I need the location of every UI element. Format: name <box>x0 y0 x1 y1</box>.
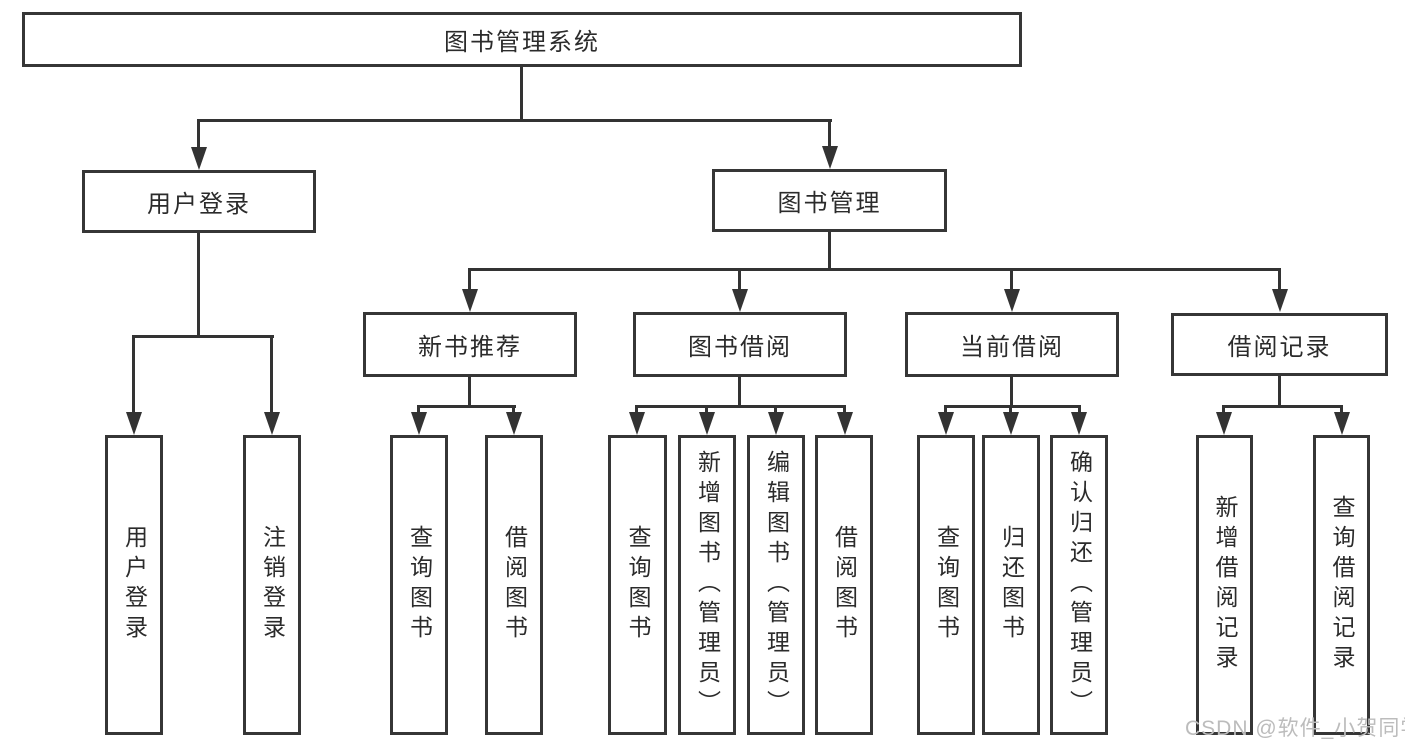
arrow-down-icon <box>629 412 645 435</box>
node-borrowing-records: 借阅记录 <box>1171 313 1388 376</box>
node-label: 编辑图书（管理员） <box>763 450 790 720</box>
node-label: 查询图书 <box>406 525 433 645</box>
connector <box>635 405 638 416</box>
leaf-logout: 注销登录 <box>243 435 301 735</box>
node-new-book-recommend: 新书推荐 <box>363 312 577 377</box>
arrow-down-icon <box>191 147 207 170</box>
node-current-borrowing: 当前借阅 <box>905 312 1119 377</box>
node-label: 用户登录 <box>121 525 148 645</box>
connector <box>843 405 846 416</box>
connector <box>944 405 1081 408</box>
watermark: CSDN @软件_小贺同学 <box>1185 717 1405 740</box>
node-label: 归还图书 <box>998 525 1025 645</box>
connector <box>738 268 741 292</box>
arrow-down-icon <box>506 412 522 435</box>
arrow-down-icon <box>126 412 142 435</box>
leaf-add-book-admin: 新增图书（管理员） <box>678 435 736 735</box>
arrow-down-icon <box>462 289 478 312</box>
connector <box>1222 405 1225 416</box>
node-book-borrowing: 图书借阅 <box>633 312 847 377</box>
connector <box>417 405 516 408</box>
leaf-edit-book-admin: 编辑图书（管理员） <box>747 435 805 735</box>
node-label: 新增图书（管理员） <box>694 450 721 720</box>
connector <box>197 119 200 152</box>
connector <box>1078 405 1081 416</box>
node-label: 查询图书 <box>625 525 651 645</box>
node-label: 确认归还（管理员） <box>1066 450 1093 720</box>
arrow-down-icon <box>264 412 280 435</box>
connector <box>944 405 947 416</box>
leaf-query-book-current: 查询图书 <box>917 435 975 735</box>
connector <box>512 405 515 416</box>
connector <box>1009 405 1012 416</box>
arrow-down-icon <box>732 289 748 312</box>
connector <box>828 119 831 151</box>
arrow-down-icon <box>837 412 853 435</box>
connector <box>417 405 420 416</box>
node-system-root: 图书管理系统 <box>22 12 1022 67</box>
arrow-down-icon <box>1004 289 1020 312</box>
node-label: 借阅图书 <box>831 525 858 645</box>
connector <box>468 377 471 408</box>
node-label: 借阅图书 <box>501 525 528 645</box>
leaf-query-book-recommend: 查询图书 <box>390 435 448 735</box>
connector <box>1278 376 1281 408</box>
connector <box>520 66 523 122</box>
connector <box>705 405 708 416</box>
node-label: 用户登录 <box>147 191 251 218</box>
arrow-down-icon <box>699 412 715 435</box>
connector <box>774 405 777 416</box>
leaf-borrow-book: 借阅图书 <box>815 435 873 735</box>
node-user-login: 用户登录 <box>82 170 316 233</box>
connector <box>828 232 831 271</box>
connector <box>468 268 471 292</box>
arrow-down-icon <box>938 412 954 435</box>
node-label: 查询图书 <box>933 525 960 645</box>
connector <box>1340 405 1343 416</box>
node-label: 图书管理 <box>777 190 882 217</box>
connector <box>1010 268 1013 292</box>
arrow-down-icon <box>768 412 784 435</box>
leaf-return-book: 归还图书 <box>982 435 1040 735</box>
connector <box>132 335 274 338</box>
arrow-down-icon <box>1272 289 1288 312</box>
arrow-down-icon <box>411 412 427 435</box>
connector <box>197 119 832 122</box>
node-label: 图书借阅 <box>688 334 792 361</box>
node-book-management: 图书管理 <box>712 169 947 232</box>
leaf-query-borrow-record: 查询借阅记录 <box>1313 435 1370 735</box>
connector <box>197 233 200 338</box>
connector <box>468 268 1281 271</box>
node-label: 新增借阅记录 <box>1212 495 1238 675</box>
node-label: 新书推荐 <box>418 334 522 361</box>
node-label: 图书管理系统 <box>444 29 600 56</box>
node-label: 借阅记录 <box>1227 334 1332 361</box>
connector <box>1222 405 1343 408</box>
arrow-down-icon <box>1216 412 1232 435</box>
connector <box>1010 377 1013 408</box>
node-label: 当前借阅 <box>960 334 1064 361</box>
leaf-borrow-book-recommend: 借阅图书 <box>485 435 543 735</box>
arrow-down-icon <box>1071 412 1087 435</box>
arrow-down-icon <box>1334 412 1350 435</box>
leaf-add-borrow-record: 新增借阅记录 <box>1196 435 1253 735</box>
leaf-confirm-return-admin: 确认归还（管理员） <box>1050 435 1108 735</box>
node-label: 注销登录 <box>259 525 286 645</box>
connector <box>738 377 741 408</box>
connector <box>132 335 135 415</box>
connector <box>635 405 846 408</box>
connector <box>1278 268 1281 292</box>
connector <box>270 335 273 415</box>
leaf-user-login: 用户登录 <box>105 435 163 735</box>
arrow-down-icon <box>822 146 838 169</box>
leaf-query-book-borrow: 查询图书 <box>608 435 667 735</box>
arrow-down-icon <box>1003 412 1019 435</box>
node-label: 查询借阅记录 <box>1329 495 1355 675</box>
